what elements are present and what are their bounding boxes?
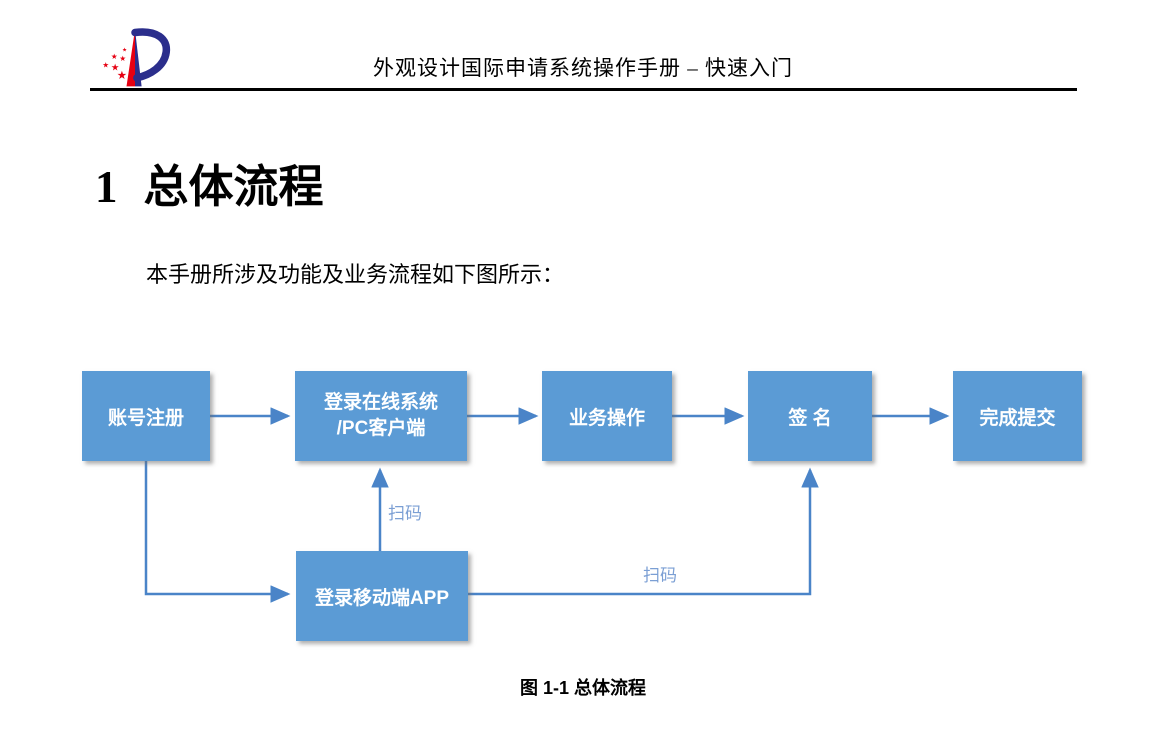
flow-box-business: 业务操作	[542, 371, 672, 461]
flow-box-register: 账号注册	[82, 371, 210, 461]
flow-box-label: 签 名	[788, 407, 832, 429]
section-heading: 1 总体流程	[95, 150, 324, 215]
logo-star: ★	[111, 52, 118, 61]
logo-star: ★	[111, 63, 119, 73]
flow-box-label-line2: /PC客户端	[336, 418, 426, 439]
logo-star: ★	[119, 54, 126, 63]
cnipa-logo-icon: ★ ★ ★ ★ ★ ★	[102, 28, 171, 87]
section-number: 1	[95, 162, 118, 212]
flow-box-label: 业务操作	[568, 407, 645, 429]
logo-star: ★	[117, 70, 127, 82]
intro-paragraph: 本手册所涉及功能及业务流程如下图所示：	[146, 262, 565, 287]
flow-box-label: 账号注册	[107, 407, 184, 429]
logo-blue-pole	[135, 29, 142, 87]
arrow-register-to-app	[144, 461, 291, 603]
flow-box-label: 完成提交	[979, 407, 1056, 429]
header-rule	[90, 88, 1077, 91]
figure-caption: 图 1-1 总体流程	[519, 678, 647, 698]
arrow-app-to-sign-scan	[468, 467, 819, 596]
flow-box-sign: 签 名	[748, 371, 872, 461]
flow-box-label-line1: 登录在线系统	[323, 392, 438, 414]
logo-red-wedge	[126, 29, 135, 87]
section-title: 总体流程	[143, 162, 324, 212]
edge-label-scan-horizontal: 扫码	[643, 566, 677, 585]
flow-box-submit: 完成提交	[953, 371, 1082, 461]
flow-box-login-online: 登录在线系统 /PC客户端	[295, 371, 467, 461]
flow-box-label: 登录移动端APP	[314, 587, 450, 609]
edge-label-scan-vertical: 扫码	[388, 504, 422, 523]
logo-p-bowl	[131, 28, 171, 82]
logo-star: ★	[102, 60, 109, 69]
logo-star: ★	[122, 46, 127, 53]
flow-box-login-app: 登录移动端APP	[296, 551, 468, 641]
header-title: 外观设计国际申请系统操作手册 – 快速入门	[373, 56, 793, 80]
